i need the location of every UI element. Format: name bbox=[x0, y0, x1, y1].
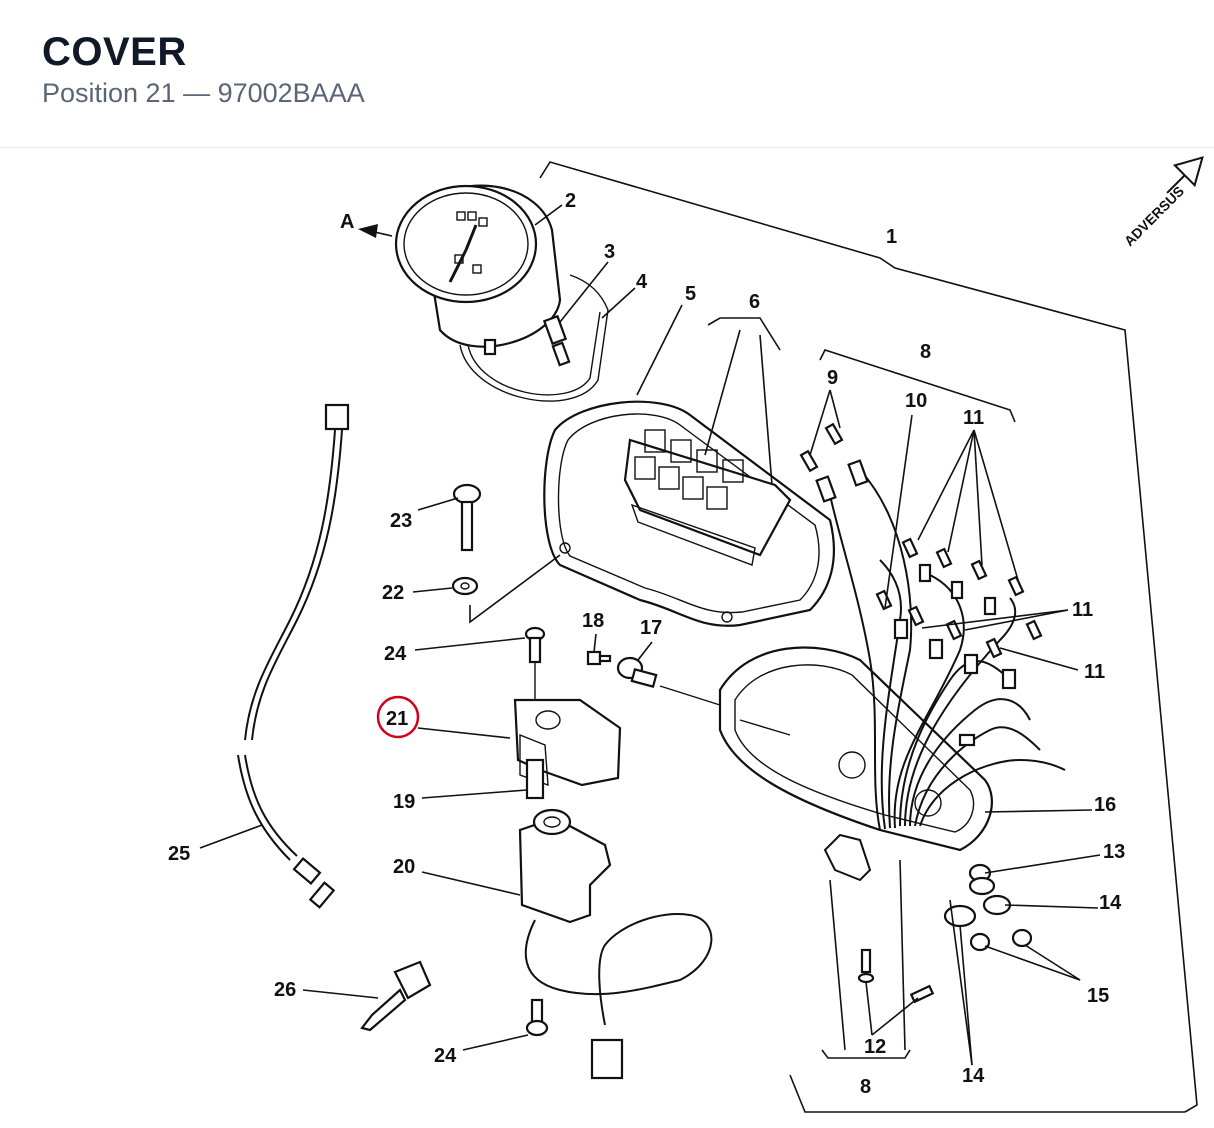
ignition-switch bbox=[518, 808, 713, 1080]
callout-26: 26 bbox=[274, 979, 296, 1001]
adversus-stamp-label: ADVERSUS bbox=[1121, 183, 1187, 249]
highlight-circle-21[interactable] bbox=[376, 695, 420, 739]
callout-15: 15 bbox=[1087, 985, 1109, 1007]
callout-14-right: 14 bbox=[1099, 892, 1122, 914]
callout-13: 13 bbox=[1103, 841, 1125, 863]
callout-11-low: 11 bbox=[1084, 661, 1105, 683]
ignition-key bbox=[360, 960, 432, 1032]
warning-light-panel bbox=[623, 429, 792, 566]
wiring-harness bbox=[799, 422, 1066, 882]
assembly-outline bbox=[539, 161, 1198, 1113]
screw-24-bottom bbox=[525, 998, 549, 1037]
callout-11-mid: 11 bbox=[1072, 599, 1093, 621]
callout-8-top: 8 bbox=[920, 341, 931, 363]
callout-24-top: 24 bbox=[384, 643, 407, 665]
callout-2: 2 bbox=[565, 190, 576, 212]
screw-24-top bbox=[524, 626, 546, 705]
callout-17: 17 bbox=[640, 617, 662, 639]
callout-3: 3 bbox=[604, 241, 615, 263]
callout-18: 18 bbox=[582, 610, 604, 632]
callout-12: 12 bbox=[864, 1036, 886, 1058]
callout-labels: A 1 2 3 4 5 6 8 9 10 11 11 11 16 13 14 1… bbox=[168, 183, 1187, 1098]
part-position-subtitle: Position 21 — 97002BAAA bbox=[42, 78, 365, 108]
grommets-and-nuts bbox=[943, 863, 1033, 952]
callout-23: 23 bbox=[390, 510, 412, 532]
page-title: COVER bbox=[42, 30, 187, 74]
callout-22: 22 bbox=[382, 582, 404, 604]
direction-arrow bbox=[358, 224, 393, 238]
callout-1: 1 bbox=[886, 226, 897, 248]
washer-22 bbox=[451, 576, 479, 596]
callout-6: 6 bbox=[749, 291, 760, 313]
callout-20: 20 bbox=[393, 856, 415, 878]
callout-4: 4 bbox=[636, 271, 648, 293]
callout-24-bottom: 24 bbox=[434, 1045, 457, 1067]
callout-a: A bbox=[340, 211, 354, 233]
callout-11-top: 11 bbox=[963, 407, 984, 429]
screws-12 bbox=[857, 948, 935, 1004]
callout-8-bottom: 8 bbox=[860, 1076, 871, 1098]
page-header: COVER Position 21 — 97002BAAA bbox=[0, 0, 1214, 148]
callout-19: 19 bbox=[393, 791, 415, 813]
part-17 bbox=[616, 656, 721, 706]
callout-25: 25 bbox=[168, 843, 190, 865]
bulb bbox=[542, 314, 571, 367]
spacer-19 bbox=[525, 758, 545, 800]
leader-lines bbox=[199, 204, 1101, 1066]
callout-9: 9 bbox=[827, 367, 838, 389]
exploded-parts-diagram: A 1 2 3 4 5 6 8 9 10 11 11 11 16 13 14 1… bbox=[0, 148, 1214, 1123]
callout-14-bottom: 14 bbox=[962, 1065, 985, 1087]
callout-16: 16 bbox=[1094, 794, 1116, 816]
speedometer bbox=[394, 184, 562, 356]
callout-5: 5 bbox=[685, 283, 696, 305]
part-18 bbox=[586, 650, 612, 666]
adversus-stamp bbox=[1166, 156, 1204, 194]
callout-10: 10 bbox=[905, 390, 927, 412]
screw-23 bbox=[452, 483, 482, 552]
callout-21: 21 bbox=[386, 708, 408, 730]
speedometer-cable bbox=[237, 403, 350, 909]
